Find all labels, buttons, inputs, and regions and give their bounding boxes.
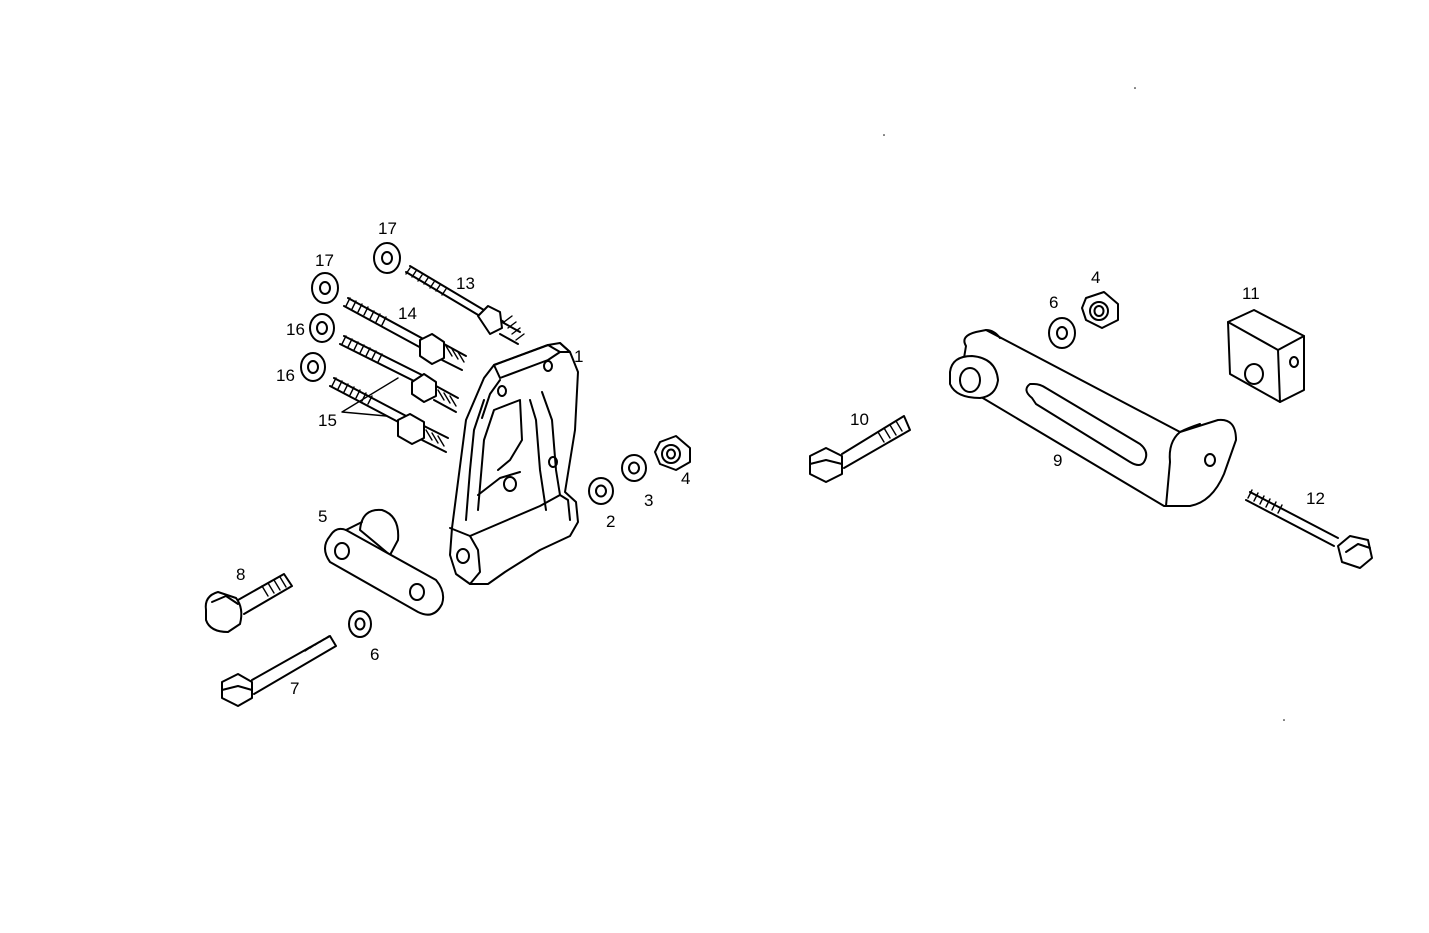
label-3: 3 xyxy=(644,491,653,510)
label-6-left: 6 xyxy=(370,645,379,664)
part-9-slotted-bracket xyxy=(949,329,1237,507)
label-16-lower: 16 xyxy=(276,366,295,385)
part-15-leader xyxy=(341,377,399,417)
label-4-left: 4 xyxy=(681,469,690,488)
label-13: 13 xyxy=(456,274,475,293)
label-7: 7 xyxy=(290,679,299,698)
part-2-washer xyxy=(588,477,614,505)
part-3-washer xyxy=(621,454,647,482)
part-6-washer-right xyxy=(1048,317,1076,349)
label-6-right: 6 xyxy=(1049,293,1058,312)
speck xyxy=(1134,87,1136,89)
part-6-washer-left xyxy=(348,610,372,638)
label-14: 14 xyxy=(398,304,417,323)
label-10: 10 xyxy=(850,410,869,429)
part-5-link-plate xyxy=(324,508,445,616)
part-12-bolt xyxy=(1245,489,1373,569)
speck xyxy=(883,134,885,136)
part-11-block xyxy=(1227,309,1305,403)
label-4-right: 4 xyxy=(1091,268,1100,287)
part-17-washer-top xyxy=(373,242,401,274)
speck xyxy=(1283,719,1285,721)
part-15-stud-upper xyxy=(339,335,459,413)
part-13-stud xyxy=(405,265,525,345)
part-8-flange-bolt xyxy=(204,573,293,633)
label-15: 15 xyxy=(318,411,337,430)
label-12: 12 xyxy=(1306,489,1325,508)
part-7-bolt xyxy=(221,635,337,707)
part-4-nut-right xyxy=(1081,291,1119,329)
label-1: 1 xyxy=(574,347,583,366)
label-17-top: 17 xyxy=(378,219,397,238)
part-16-washer-lower xyxy=(300,352,326,382)
part-1-bracket xyxy=(449,342,579,585)
part-10-bolt xyxy=(809,415,911,483)
part-14-stud xyxy=(343,297,467,371)
part-17-washer xyxy=(311,272,339,304)
part-16-washer-upper xyxy=(309,313,335,343)
label-9: 9 xyxy=(1053,451,1062,470)
label-2: 2 xyxy=(606,512,615,531)
part-4-nut-left xyxy=(654,435,691,471)
label-17: 17 xyxy=(315,251,334,270)
part-15-stud-lower xyxy=(329,377,449,453)
label-16-upper: 16 xyxy=(286,320,305,339)
label-5: 5 xyxy=(318,507,327,526)
label-11: 11 xyxy=(1242,284,1260,303)
label-8: 8 xyxy=(236,565,245,584)
